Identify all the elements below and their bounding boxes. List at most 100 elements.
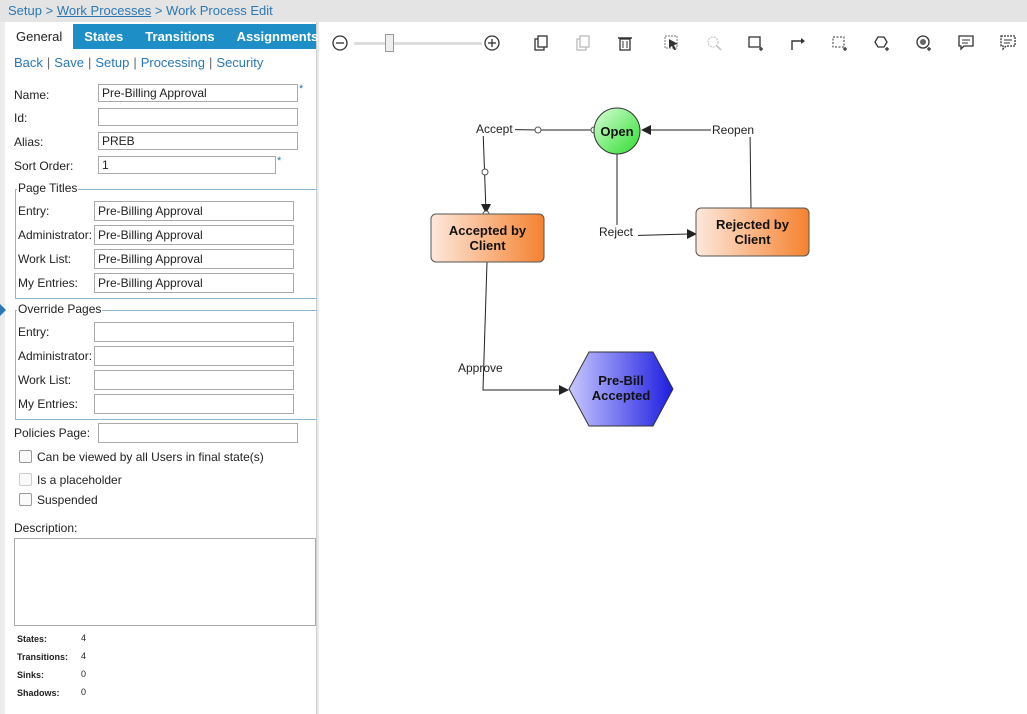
transition-label-accept[interactable]: Accept (476, 122, 513, 136)
workflow-diagram: Accept Reopen Reject Approve Open Accept… (430, 107, 810, 427)
worklist-title-label: Work List: (18, 252, 72, 266)
stat-label: Sinks: (17, 670, 45, 680)
name-input[interactable] (98, 84, 298, 102)
description-textarea[interactable] (14, 538, 316, 626)
page-titles-legend: Page Titles (17, 181, 79, 195)
add-transition-icon[interactable] (787, 32, 809, 54)
select-icon[interactable] (661, 32, 683, 54)
breadcrumb: Setup > Work Processes > Work Process Ed… (0, 0, 1027, 22)
sort-order-input[interactable] (98, 156, 276, 174)
transition-label-reject[interactable]: Reject (599, 225, 634, 239)
entry-title-input[interactable] (94, 201, 294, 221)
final-state-checkbox-label: Can be viewed by all Users in final stat… (37, 450, 264, 464)
reopen-label-bg (711, 122, 759, 137)
setup-link[interactable]: Setup (95, 55, 130, 70)
alias-label: Alias: (14, 135, 44, 149)
state-pre-bill-accepted[interactable]: Pre-Bill Accepted (568, 351, 674, 427)
breadcrumb-work-processes[interactable]: Work Processes (56, 3, 152, 18)
transition-reopen[interactable] (641, 125, 752, 209)
admin-override-input[interactable] (94, 346, 294, 366)
description-label: Description: (14, 521, 78, 535)
properties-panel: General States Transitions Assignments B… (5, 22, 318, 714)
add-shape-icon[interactable] (871, 32, 893, 54)
security-link[interactable]: Security (216, 55, 264, 70)
page-titles-group: Page Titles (15, 181, 317, 299)
breadcrumb-setup[interactable]: Setup (8, 3, 42, 18)
state-label-accepted-1: Accepted by (449, 223, 527, 238)
stat-label: Transitions: (17, 652, 69, 662)
state-label-accepted-2: Client (469, 238, 506, 253)
required-mark: * (299, 83, 304, 95)
tab-assignments[interactable]: Assignments (236, 29, 319, 44)
state-label-prebill-1: Pre-Bill (598, 373, 644, 388)
copy-icon[interactable] (530, 32, 552, 54)
state-rejected-by-client[interactable]: Rejected by Client (695, 207, 810, 257)
entry-override-input[interactable] (94, 322, 294, 342)
worklist-override-input[interactable] (94, 370, 294, 390)
admin-override-label: Administrator: (18, 349, 93, 363)
stat-label: States: (17, 634, 48, 644)
add-state-icon[interactable] (745, 32, 767, 54)
override-pages-legend: Override Pages (17, 302, 103, 316)
zoom-slider-thumb[interactable] (385, 34, 394, 52)
placeholder-checkbox-label: Is a placeholder (37, 473, 122, 487)
state-label-prebill-2: Accepted (592, 388, 651, 403)
processing-link[interactable]: Processing (140, 55, 206, 70)
state-label-rejected-1: Rejected by (716, 217, 790, 232)
myentries-override-input[interactable] (94, 394, 294, 414)
tab-states[interactable]: States (84, 29, 124, 44)
back-link[interactable]: Back (14, 55, 43, 70)
suspended-checkbox-label: Suspended (37, 493, 98, 507)
override-pages-group: Override Pages (15, 302, 317, 420)
final-state-checkbox[interactable] (19, 450, 32, 463)
transition-approve[interactable] (482, 261, 569, 395)
myentries-title-label: My Entries: (18, 276, 79, 290)
tab-bar: General States Transitions Assignments (5, 24, 318, 49)
left-gutter (0, 22, 5, 714)
admin-title-input[interactable] (94, 225, 294, 245)
comment-icon[interactable] (955, 32, 977, 54)
placeholder-checkbox[interactable] (19, 473, 32, 486)
zoom-out-icon[interactable] (329, 32, 351, 54)
worklist-override-label: Work List: (18, 373, 72, 387)
tab-general[interactable]: General (5, 24, 74, 49)
breadcrumb-current: Work Process Edit (166, 3, 273, 18)
transition-label-approve[interactable]: Approve (458, 361, 503, 375)
paste-icon[interactable] (572, 32, 594, 54)
marquee-icon[interactable] (829, 32, 851, 54)
worklist-title-input[interactable] (94, 249, 294, 269)
transition-accept[interactable] (479, 126, 598, 218)
entry-override-label: Entry: (18, 325, 50, 339)
state-label-open: Open (600, 124, 633, 139)
id-label: Id: (14, 111, 28, 125)
zoom-slider-track[interactable] (354, 42, 482, 45)
sink-icon[interactable] (913, 32, 935, 54)
annotation-icon[interactable] (997, 32, 1019, 54)
collapse-arrow-icon[interactable] (0, 304, 6, 316)
stat-value: 4 (81, 651, 87, 661)
stat-value: 0 (81, 687, 87, 697)
sort-order-label: Sort Order: (14, 159, 74, 173)
myentries-title-input[interactable] (94, 273, 294, 293)
policies-page-label: Policies Page: (14, 426, 91, 440)
lasso-icon[interactable] (703, 32, 725, 54)
policies-page-input[interactable] (98, 423, 298, 443)
tab-transitions[interactable]: Transitions (145, 29, 215, 44)
reject-label-bg (598, 225, 638, 239)
state-open[interactable]: Open (593, 107, 641, 155)
accept-label-bg (475, 120, 515, 136)
save-link[interactable]: Save (54, 55, 84, 70)
admin-title-label: Administrator: (18, 228, 93, 242)
diagram-canvas[interactable]: Accept Reopen Reject Approve Open Accept… (319, 22, 1027, 714)
state-accepted-by-client[interactable]: Accepted by Client (430, 213, 545, 263)
stat-value: 0 (81, 669, 87, 679)
delete-icon[interactable] (614, 32, 636, 54)
alias-input[interactable] (98, 132, 298, 150)
zoom-in-icon[interactable] (481, 32, 503, 54)
suspended-checkbox[interactable] (19, 493, 32, 506)
name-label: Name: (14, 88, 50, 102)
stat-label: Shadows: (17, 688, 60, 698)
transition-label-reopen[interactable]: Reopen (712, 123, 754, 137)
required-mark: * (277, 155, 282, 167)
id-input[interactable] (98, 108, 298, 126)
